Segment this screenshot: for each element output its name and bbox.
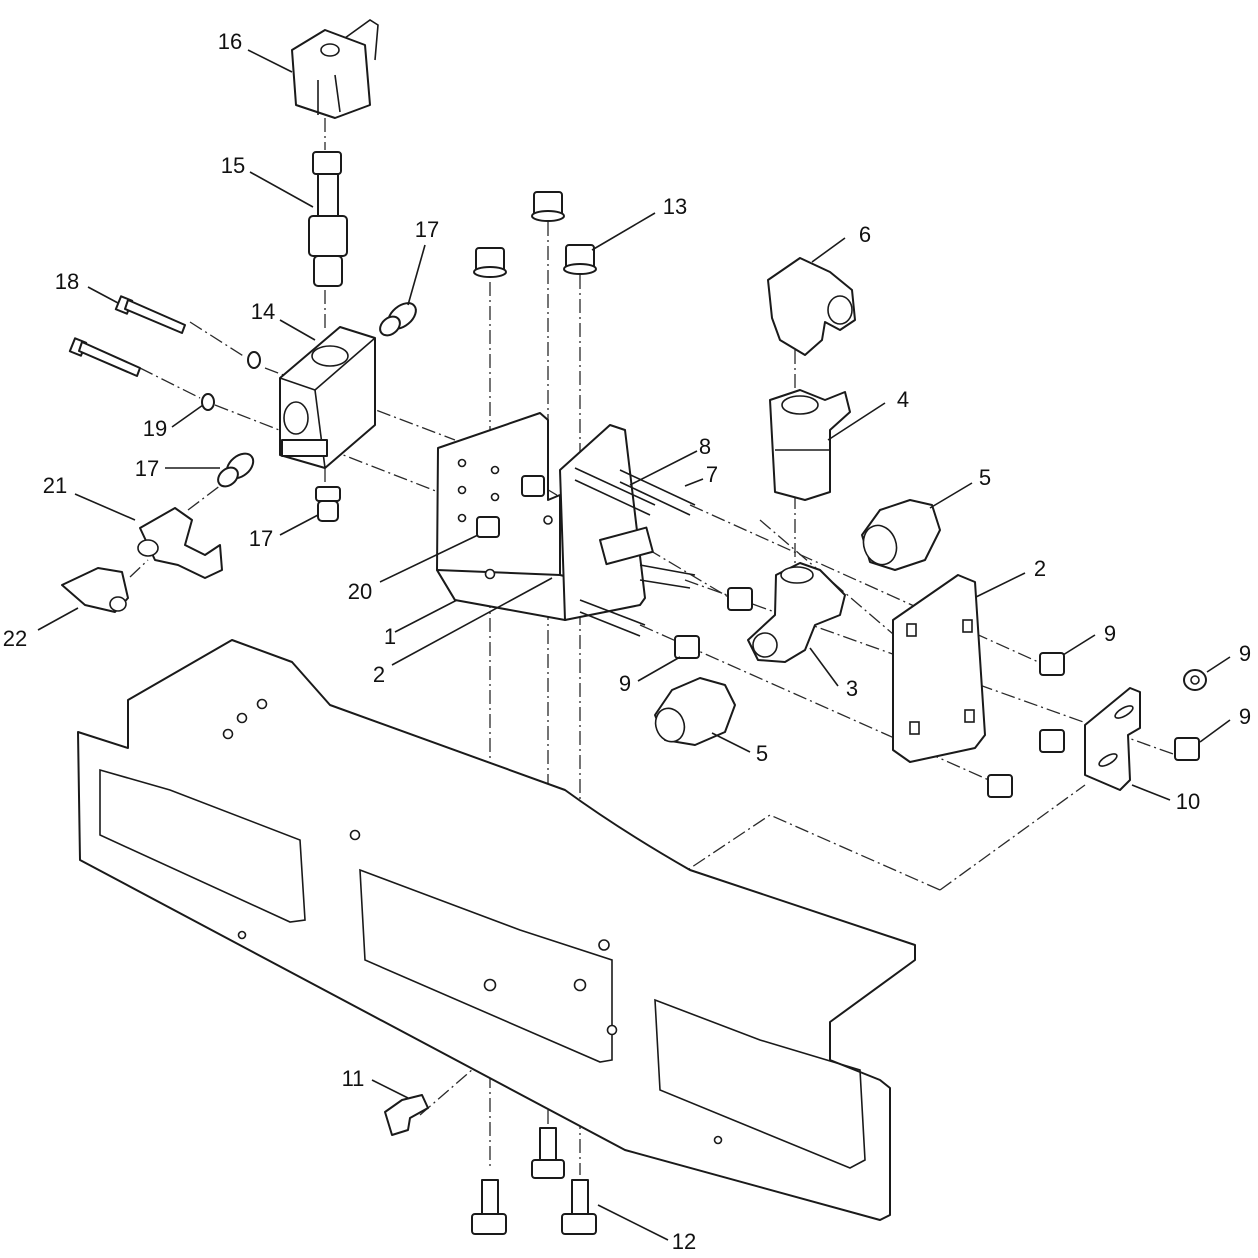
callout-21: 21 bbox=[43, 473, 67, 498]
nut-9-f bbox=[1174, 737, 1200, 761]
callout-20: 20 bbox=[348, 579, 372, 604]
callout-13: 13 bbox=[663, 194, 687, 219]
leader-lines bbox=[37, 49, 1231, 1241]
nut-9-b bbox=[674, 635, 700, 659]
nut-13-c bbox=[563, 244, 597, 275]
tee-fitting-3 bbox=[747, 562, 846, 663]
callout-17-top: 17 bbox=[415, 217, 439, 242]
fitting-5-bottom bbox=[654, 677, 736, 746]
elbow-fitting-6 bbox=[767, 257, 856, 356]
callout-6: 6 bbox=[859, 222, 871, 247]
fittings-17 bbox=[217, 302, 417, 522]
fitting-17-top bbox=[379, 302, 417, 337]
callout-5-bottom: 5 bbox=[756, 741, 768, 766]
callout-2-bracket: 2 bbox=[373, 662, 385, 687]
nut-20-b bbox=[476, 516, 500, 538]
callout-19: 19 bbox=[143, 416, 167, 441]
callout-4: 4 bbox=[897, 387, 909, 412]
solenoid-coil bbox=[291, 19, 379, 119]
bolt-11 bbox=[384, 1094, 429, 1136]
callout-17-bottom: 17 bbox=[249, 526, 273, 551]
callout-16: 16 bbox=[218, 29, 242, 54]
callout-22: 22 bbox=[3, 626, 27, 651]
callout-18: 18 bbox=[55, 269, 79, 294]
cartridge-valve bbox=[308, 151, 348, 287]
small-bracket bbox=[1084, 687, 1141, 791]
nut-9-a bbox=[727, 587, 753, 611]
fitting-17-bottom bbox=[315, 486, 341, 522]
fittings-right bbox=[654, 257, 941, 746]
base-plate bbox=[77, 639, 916, 1221]
bolts-18-19 bbox=[68, 295, 261, 411]
callout-11: 11 bbox=[342, 1066, 365, 1091]
washer-9 bbox=[1183, 669, 1207, 691]
nut-20-a bbox=[521, 475, 545, 497]
callout-2-plate: 2 bbox=[1034, 556, 1046, 581]
fitting-17-left bbox=[217, 452, 255, 488]
nut-9-e bbox=[987, 774, 1013, 798]
nut-9-c bbox=[1039, 652, 1065, 676]
mounting-bracket bbox=[436, 412, 654, 621]
bolt-12-a bbox=[531, 1127, 565, 1179]
bolts-11-12 bbox=[384, 1094, 597, 1235]
fitting-5-top bbox=[861, 499, 941, 571]
callout-14: 14 bbox=[251, 299, 275, 324]
nuts bbox=[473, 191, 1207, 798]
callout-10: 10 bbox=[1176, 789, 1200, 814]
bolt-12-c bbox=[561, 1179, 597, 1235]
callout-17-left: 17 bbox=[135, 456, 159, 481]
backing-plate bbox=[892, 574, 986, 763]
studs bbox=[574, 467, 696, 637]
callout-1: 1 bbox=[384, 624, 396, 649]
callout-3: 3 bbox=[846, 676, 858, 701]
callout-7: 7 bbox=[706, 462, 718, 487]
callout-9-b: 9 bbox=[1239, 641, 1251, 666]
nut-13-a bbox=[473, 247, 507, 278]
callout-8: 8 bbox=[699, 434, 711, 459]
nut-9-d bbox=[1039, 729, 1065, 753]
tee-fitting-4 bbox=[769, 389, 851, 501]
nut-13-b bbox=[531, 191, 565, 222]
callout-12: 12 bbox=[672, 1229, 696, 1254]
callout-9-c: 9 bbox=[1239, 704, 1251, 729]
callout-9-d: 9 bbox=[619, 671, 631, 696]
callout-9-a: 9 bbox=[1104, 621, 1116, 646]
callout-labels: 16 15 17 18 14 19 17 21 17 22 20 1 2 13 … bbox=[3, 29, 1251, 1254]
callout-5-top: 5 bbox=[979, 465, 991, 490]
valve-block bbox=[279, 326, 376, 469]
elbow-fittings-21-22 bbox=[61, 507, 223, 613]
callout-15: 15 bbox=[221, 153, 245, 178]
bolt-12-b bbox=[471, 1179, 507, 1235]
